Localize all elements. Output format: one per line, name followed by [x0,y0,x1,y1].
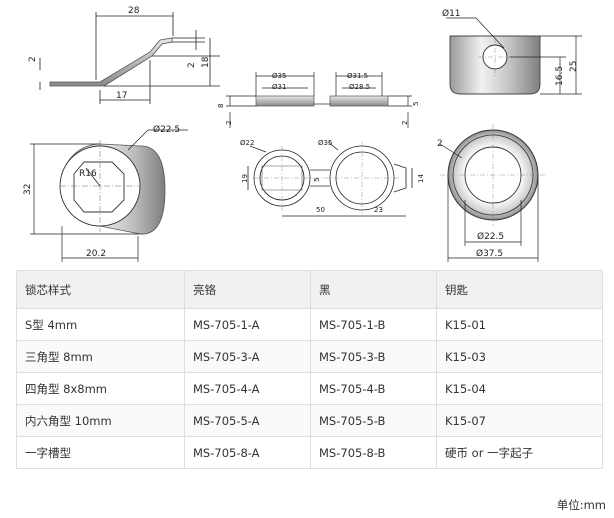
table-row: 四角型 8x8mm MS-705-4-A MS-705-4-B K15-04 [16,372,603,405]
gasket-dim-d22: Ø22 [240,139,254,147]
cell-key: K15-04 [436,372,603,405]
cell-black: MS-705-8-B [310,436,437,469]
gasket-dim-d35: Ø35 [272,72,286,80]
unit-note: 单位:mm [556,498,606,512]
dim-dia-22-5: Ø22.5 [153,124,180,135]
dim-radius-r16: R16 [79,169,97,179]
gasket-dim-w23: 23 [374,206,383,214]
cell-key: 硬币 or 一字起子 [436,436,603,469]
cap-dim-25: 25 [569,61,579,72]
cell-key: K15-07 [436,404,603,437]
dim-base-17: 17 [116,91,127,101]
gasket-dim-h14: 14 [417,174,425,183]
cell-lock-style: 内六角型 10mm [16,404,185,437]
table-header-row: 锁芯样式 亮铬 黑 钥匙 [16,270,603,309]
cell-lock-style: 三角型 8mm [16,340,185,373]
cell-key: K15-01 [436,308,603,341]
header-lock-style: 锁芯样式 [16,270,185,309]
spec-table: 锁芯样式 亮铬 黑 钥匙 S型 4mm MS-705-1-A MS-705-1-… [16,270,603,469]
dim-height-32: 32 [23,184,33,195]
cap-top-view [439,124,546,262]
table-row: 三角型 8mm MS-705-3-A MS-705-3-B K15-03 [16,340,603,373]
gasket-dim-d35b: Ø35 [318,139,332,147]
header-black: 黑 [310,270,437,309]
gasket-dim-d31: Ø31 [272,83,286,91]
dim-height-18: 18 [201,56,211,68]
dim-step-2: 2 [187,62,197,68]
cell-lock-style: S型 4mm [16,308,185,341]
cell-chrome: MS-705-3-A [184,340,311,373]
cap-dim-16-5: 16.5 [555,66,565,86]
dim-thickness-2: 2 [28,56,38,62]
gasket-dim-h19: 19 [241,174,249,183]
gasket-dim-h5: 5 [412,102,420,106]
cell-lock-style: 一字槽型 [16,436,185,469]
header-chrome: 亮铬 [184,270,311,309]
gasket-dim-h2b: 2 [401,121,409,125]
cap-dim-d37-5: Ø37.5 [476,248,503,259]
gasket-dim-d28-5: Ø28.5 [349,83,370,91]
cam-side-view [39,12,220,104]
gasket-dim-d31-5: Ø31.5 [347,72,368,80]
table-row: 内六角型 10mm MS-705-5-A MS-705-5-B K15-07 [16,404,603,437]
cap-dim-d22-5: Ø22.5 [477,231,504,242]
cell-chrome: MS-705-5-A [184,404,311,437]
header-key: 钥匙 [436,270,603,309]
technical-drawing: 28 2 2 18 17 Ø22.5 R16 32 20.2 [23,6,582,262]
dim-width-28: 28 [128,6,140,16]
cell-key: K15-03 [436,340,603,373]
gasket-dim-w50: 50 [316,206,325,214]
gasket-dim-h5b: 5 [313,178,321,182]
dim-offset-20-2: 20.2 [86,249,106,259]
gasket-dim-h8: 8 [217,104,225,108]
gasket-dim-h2: 2 [225,121,233,125]
cell-chrome: MS-705-1-A [184,308,311,341]
cam-front-view [30,129,188,262]
cell-lock-style: 四角型 8x8mm [16,372,185,405]
cap-dim-thickness-2: 2 [437,139,443,149]
table-row: 一字槽型 MS-705-8-A MS-705-8-B 硬币 or 一字起子 [16,436,603,469]
gasket-top-view [247,141,413,217]
table-row: S型 4mm MS-705-1-A MS-705-1-B K15-01 [16,308,603,341]
cap-side-view [446,17,582,95]
cap-dim-d11: Ø11 [442,8,461,19]
cell-black: MS-705-1-B [310,308,437,341]
cell-black: MS-705-5-B [310,404,437,437]
gasket-side-view [226,72,412,128]
cell-black: MS-705-4-B [310,372,437,405]
cell-black: MS-705-3-B [310,340,437,373]
cell-chrome: MS-705-8-A [184,436,311,469]
cell-chrome: MS-705-4-A [184,372,311,405]
